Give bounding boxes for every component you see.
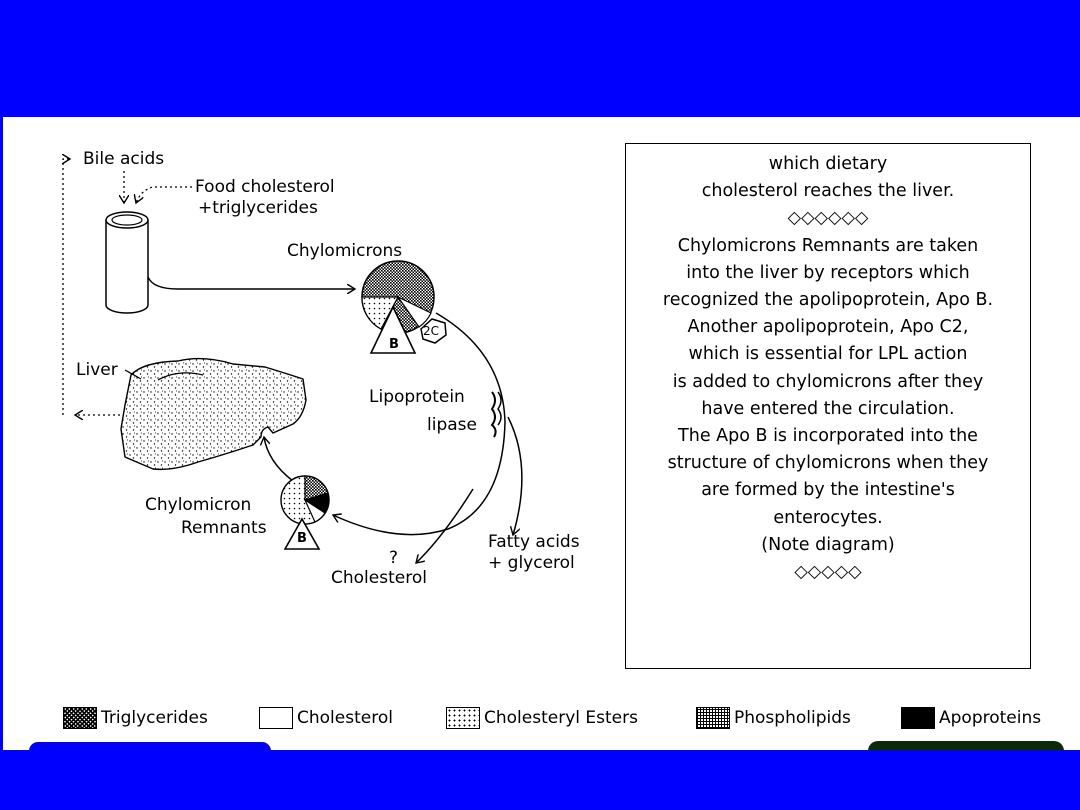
chylomicron-remnant-icon [280, 475, 330, 550]
chylomicron-particle-icon [361, 260, 447, 354]
explanation-text-box: which dietary cholesterol reaches the liv… [625, 143, 1031, 669]
explanation-line: which is essential for LPL action [688, 344, 968, 365]
cholesterol-label: Cholesterol [331, 568, 427, 588]
food-to-intestine-dotted [136, 186, 192, 203]
explanation-line: enterocytes. [773, 507, 883, 528]
apoproteins-swatch [901, 707, 935, 729]
food-cholesterol-label: Food cholesterol [195, 177, 335, 197]
legend-item-cholesterol: Cholesterol [259, 705, 393, 731]
phospholipids-swatch [696, 707, 730, 729]
glycerol-label: + glycerol [488, 553, 575, 573]
explanation-line: ◇◇◇◇◇◇ [787, 208, 869, 229]
explanation-line: is added to chylomicrons after they [672, 371, 984, 392]
explanation-line: cholesterol reaches the liver. [701, 181, 955, 202]
slide-canvas: Bile acids Food cholesterol +triglycerid… [3, 117, 1080, 750]
apo-b-label: B [389, 337, 399, 352]
legend-label: Triglycerides [101, 708, 208, 728]
lipoprotein-label: Lipoprotein [369, 387, 465, 407]
bile-acids-return-path [63, 159, 70, 415]
bile-acids-label: Bile acids [83, 149, 165, 169]
legend-item-phospholipids: Phospholipids [696, 705, 851, 731]
fatty-acids-arrow [507, 416, 523, 535]
circulation-arc [333, 312, 506, 536]
legend-label: Apoproteins [939, 708, 1042, 728]
legend-label: Cholesteryl Esters [484, 708, 638, 728]
liver-label: Liver [76, 360, 118, 380]
explanation-line: Another apolipoprotein, Apo C2, [687, 317, 969, 338]
question-mark-label: ? [389, 548, 399, 568]
triglycerides-swatch [63, 707, 97, 729]
fatty-acids-label: Fatty acids [488, 532, 580, 552]
cholesterol-arrow [416, 488, 474, 563]
explanation-line: which dietary [768, 154, 888, 174]
explanation-line: are formed by the intestine's [701, 480, 955, 501]
explanation-line: (Note diagram) [761, 534, 895, 555]
lipoprotein-pathway-diagram [3, 117, 523, 697]
legend-item-cholesteryl-esters: Cholesteryl Esters [446, 705, 638, 731]
cholesteryl-esters-swatch [446, 707, 480, 729]
remnant-to-liver-arrow [264, 437, 294, 482]
bottom-frame-bar [0, 750, 1080, 810]
explanation-line: recognized the apolipoprotein, Apo B. [662, 290, 994, 311]
top-frame-bar [0, 0, 1080, 117]
explanation-line: Chylomicrons Remnants are taken [677, 235, 979, 256]
explanation-line: ◇◇◇◇◇ [794, 562, 862, 583]
liver-organ-icon [120, 357, 307, 471]
legend: Triglycerides Cholesterol Cholesteryl Es… [63, 705, 1073, 731]
explanation-line: have entered the circulation. [701, 398, 955, 419]
lipase-enzyme-icon [490, 391, 502, 438]
cholesterol-swatch [259, 707, 293, 729]
liver-label-pointer [124, 369, 142, 380]
chylomicron-remnant-label-line1: Chylomicron [145, 495, 252, 515]
remnant-apo-b-label: B [297, 531, 307, 546]
explanation-line: into the liver by receptors which [686, 262, 970, 283]
apo-c2-label: 2C [423, 324, 440, 338]
explanation-line: The Apo B is incorporated into the [678, 426, 978, 447]
legend-label: Phospholipids [734, 708, 851, 728]
intestine-cylinder-icon [105, 211, 149, 314]
explanation-text: which dietary cholesterol reaches the liv… [626, 144, 1030, 586]
explanation-line: structure of chylomicrons when they [667, 453, 989, 474]
legend-label: Cholesterol [297, 708, 393, 728]
legend-item-apoproteins: Apoproteins [901, 705, 1041, 731]
intestine-to-chylomicron-arrow [147, 276, 355, 289]
legend-item-triglycerides: Triglycerides [63, 705, 208, 731]
chylomicrons-label: Chylomicrons [287, 241, 403, 261]
chylomicron-remnant-label-line2: Remnants [181, 518, 267, 538]
food-triglycerides-label: +triglycerides [198, 198, 318, 218]
lipase-label: lipase [427, 415, 477, 435]
